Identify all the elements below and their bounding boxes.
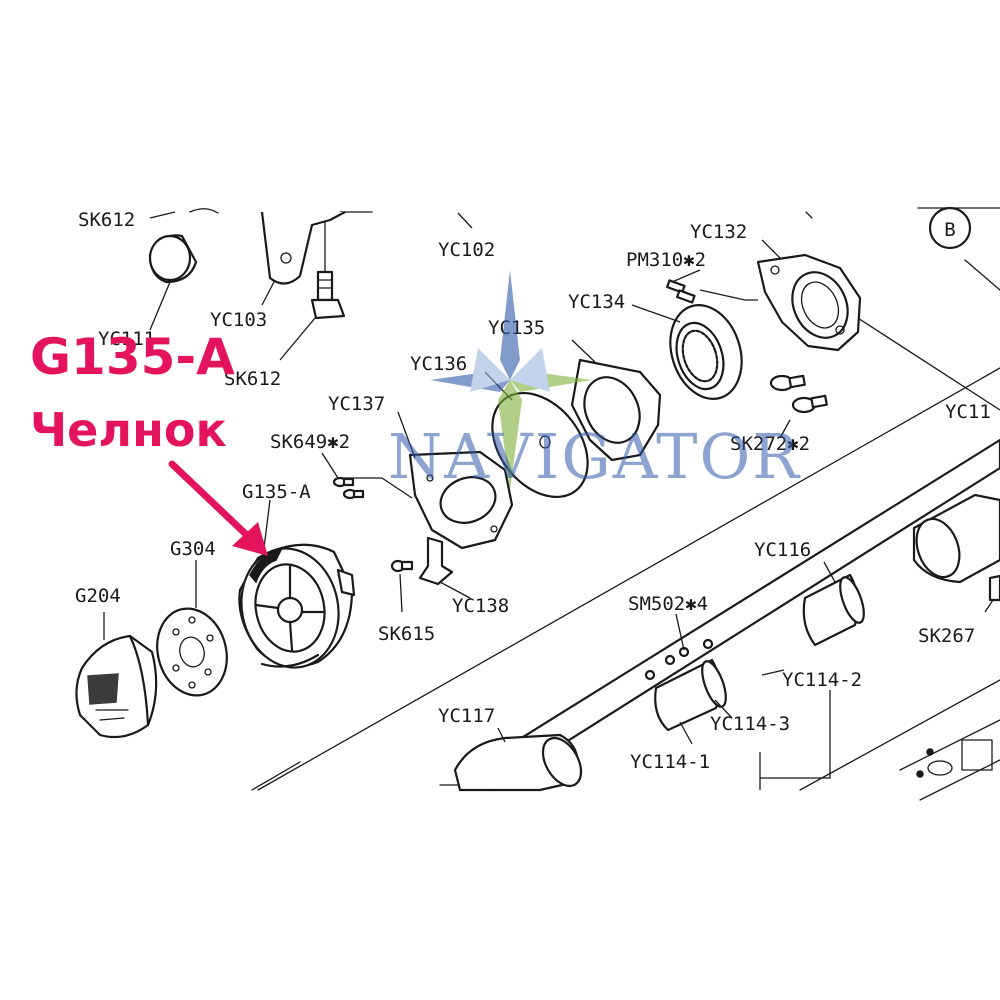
label-yc114-2: YC114-2: [782, 669, 862, 691]
label-yc102: YC102: [438, 239, 495, 261]
label-yc116: YC116: [754, 539, 811, 561]
callout-subtitle: Челнок: [30, 403, 227, 457]
hook-callout: G135-A Челнок: [30, 328, 268, 556]
label-yc111: YC111: [98, 328, 155, 350]
yc111-cap: [148, 208, 219, 331]
sk649-screws: [321, 452, 413, 500]
label-yc11-right: YC11: [945, 401, 991, 423]
g135a-hook: [238, 499, 356, 669]
callout-arrow-shaft: [168, 460, 256, 544]
g204-bobbin-case: [75, 612, 158, 739]
label-yc138: YC138: [452, 595, 509, 617]
section-marker-label: B: [944, 219, 955, 241]
sk615-screw: [390, 559, 414, 613]
label-yc114-3: YC114-3: [710, 713, 790, 735]
label-yc117: YC117: [438, 705, 495, 727]
label-g135a: G135-A: [242, 481, 311, 503]
label-yc137: YC137: [328, 393, 385, 415]
yc138-bracket: [418, 536, 471, 599]
label-g304: G304: [170, 538, 216, 560]
compass-star-logo: [430, 270, 592, 490]
label-sk649: SK649✱2: [270, 431, 350, 453]
callout-arrow-head: [232, 522, 268, 556]
yc132-housing: [756, 239, 862, 352]
label-sk612-top: SK612: [78, 209, 135, 231]
yc135-plate: [570, 339, 662, 462]
label-sk267: SK267: [918, 625, 975, 647]
main-shaft: [453, 438, 1000, 792]
callout-title: G135-A: [30, 328, 235, 386]
yc103-bracket: [260, 211, 346, 361]
label-yc114-1: YC114-1: [630, 751, 710, 773]
label-yc136: YC136: [410, 353, 467, 375]
label-yc132: YC132: [690, 221, 747, 243]
label-pm310: PM310✱2: [626, 249, 706, 271]
sk272-screws: [769, 374, 828, 439]
yc134-gear: [631, 304, 743, 400]
label-g204: G204: [75, 585, 121, 607]
label-sk615: SK615: [378, 623, 435, 645]
label-yc134: YC134: [568, 291, 625, 313]
section-marker: B: [928, 206, 972, 250]
yc137-plate: [397, 411, 514, 550]
machine-base-fragment: [899, 719, 1000, 801]
label-yc135: YC135: [488, 317, 545, 339]
part-labels: SK612 YC111 YC103 SK612 YC102 YC132 PM31…: [75, 209, 991, 773]
label-yc103: YC103: [210, 309, 267, 331]
navigator-watermark: NAVIGATOR: [388, 270, 801, 493]
label-sk272: SK272✱2: [730, 433, 810, 455]
watermark-text: NAVIGATOR: [388, 420, 801, 493]
yc102-leader: [457, 212, 473, 229]
g304-bobbin: [156, 560, 228, 697]
label-sm502: SM502✱4: [628, 593, 708, 615]
label-sk612-screw: SK612: [224, 368, 281, 390]
pm310-pins: [666, 269, 758, 304]
